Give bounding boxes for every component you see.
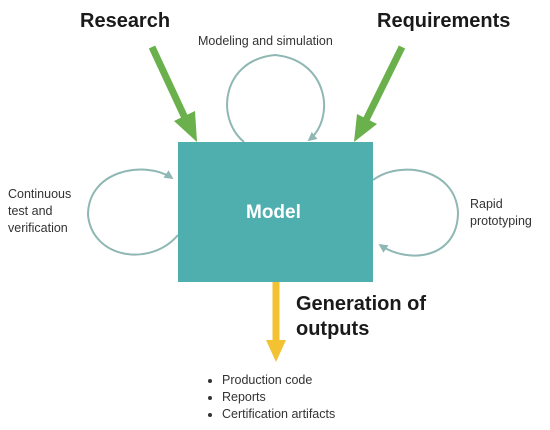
model-box: [178, 142, 373, 282]
continuous-test-line-3: verification: [8, 221, 68, 235]
rapid-prototyping-label: Rapid prototyping: [470, 196, 532, 230]
research-arrow: [148, 45, 197, 142]
output-item-production-code: Production code: [222, 372, 335, 389]
output-item-certification-artifacts: Certification artifacts: [222, 406, 335, 423]
requirements-arrow: [354, 45, 406, 142]
research-label: Research: [80, 10, 171, 32]
right-loop-arrow: [372, 168, 460, 257]
left-loop-arrow: [86, 168, 179, 256]
rapid-prototyping-line-2: prototyping: [470, 214, 532, 228]
requirements-label: Requirements: [377, 10, 511, 32]
outputs-list: Production code Reports Certification ar…: [200, 372, 335, 423]
continuous-test-line-2: test and: [8, 204, 53, 218]
modeling-simulation-label: Modeling and simulation: [198, 34, 333, 48]
generation-outputs-line-2: outputs: [296, 318, 370, 340]
continuous-test-line-1: Continuous: [8, 187, 72, 201]
generation-outputs-line-1: Generation of: [296, 293, 427, 315]
outputs-arrow: [266, 282, 286, 362]
output-item-reports: Reports: [222, 389, 335, 406]
top-loop-arrow: [226, 53, 326, 143]
continuous-test-label: Continuous test and verification: [8, 186, 71, 237]
generation-outputs-label: Generation of outputs: [296, 292, 426, 342]
rapid-prototyping-line-1: Rapid: [470, 197, 503, 211]
model-label: Model: [246, 202, 301, 223]
